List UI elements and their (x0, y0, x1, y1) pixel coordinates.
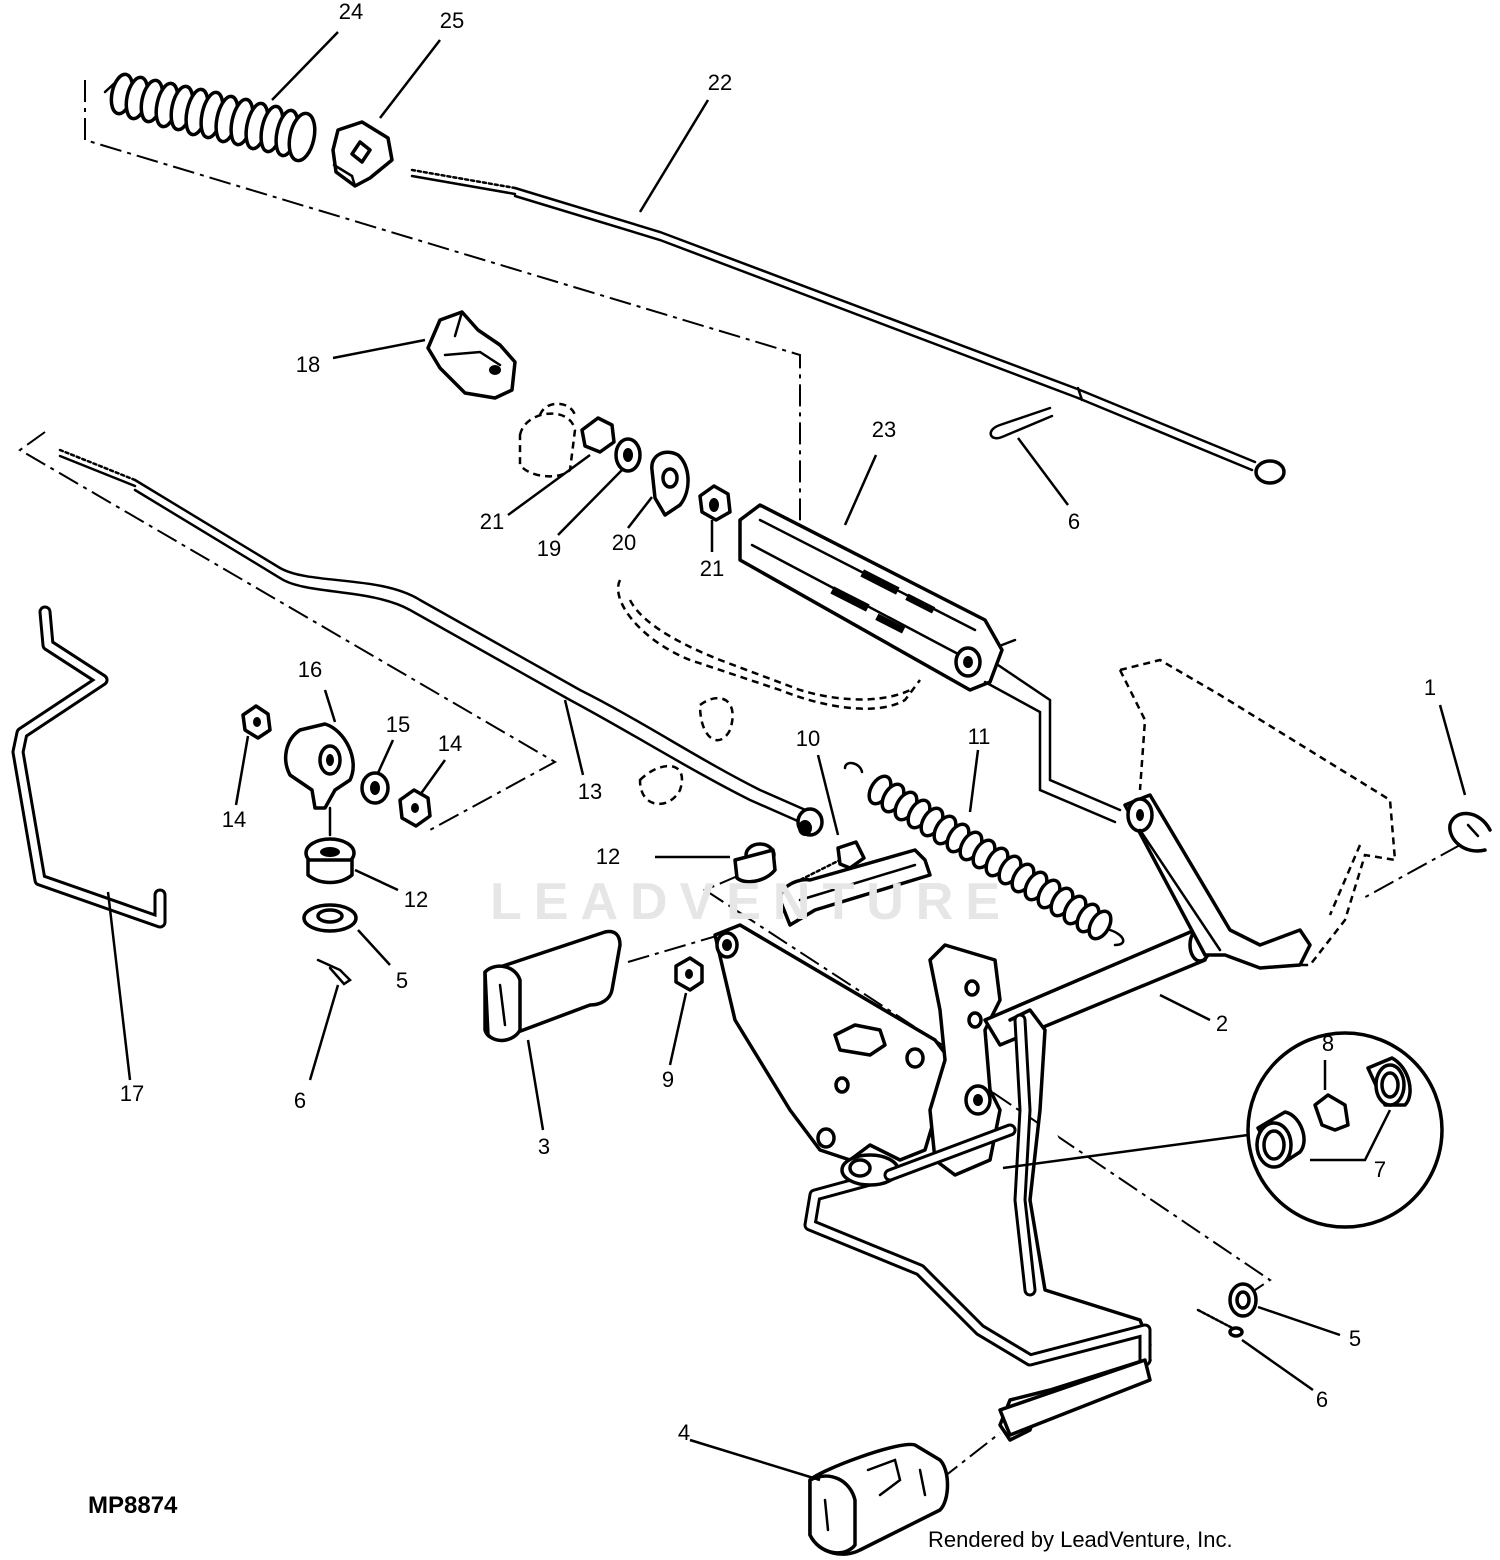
retaining-clip-part-1 (1448, 811, 1492, 853)
callout-8: 8 (1321, 1031, 1335, 1056)
callout-21-left: 21 (479, 509, 505, 534)
pedal-arm (803, 1008, 1152, 1442)
callout-14-right: 14 (437, 731, 463, 756)
callout-21-right: 21 (699, 556, 725, 581)
pivot-group-14-16 (241, 704, 432, 986)
bushing-part-12 (733, 842, 777, 884)
pedal-pad-part-4 (808, 1442, 950, 1556)
callout-13: 13 (577, 779, 603, 804)
hardware-group-19-21 (518, 402, 732, 522)
callout-16: 16 (297, 657, 323, 682)
callout-6-left: 6 (293, 1088, 307, 1113)
control-rod-part-22 (410, 168, 1286, 485)
callout-1: 1 (1423, 675, 1437, 700)
callout-12-right: 12 (595, 844, 621, 869)
watermark: LEADVENTURE (490, 873, 1013, 931)
diagram-id-code: MP8874 (88, 1492, 178, 1519)
render-credit: Rendered by LeadVenture, Inc. (928, 1527, 1233, 1552)
callout-7: 7 (1373, 1157, 1387, 1182)
pedal-mount-plate (713, 848, 1002, 1177)
leader-lines (106, 31, 1467, 1482)
bolt-part-10 (788, 840, 866, 887)
callout-18: 18 (295, 352, 321, 377)
centerlines (18, 80, 1461, 1481)
nut-part-9 (674, 956, 704, 992)
callout-6-right: 6 (1315, 1387, 1329, 1412)
callout-15: 15 (385, 712, 411, 737)
callout-5-right: 5 (1348, 1326, 1362, 1351)
callout-20: 20 (611, 530, 637, 555)
spring-part-24 (103, 72, 317, 163)
callout-9: 9 (661, 1067, 675, 1092)
phantom-lever-outline (616, 579, 921, 806)
callout-25: 25 (439, 8, 465, 33)
rod-part-13 (58, 448, 824, 837)
detail-inset-7-8 (1246, 1031, 1444, 1229)
lever-arm-part-23 (738, 503, 1122, 824)
callout-22: 22 (707, 70, 733, 95)
pedal-pad-part-3 (483, 929, 622, 1043)
callout-6-upper: 6 (1067, 509, 1081, 534)
callout-17: 17 (119, 1081, 145, 1106)
phantom-seat-outline (1118, 658, 1397, 967)
callout-19: 19 (536, 536, 562, 561)
bracket-part-18 (426, 310, 517, 400)
washer-pin-right (1196, 1282, 1258, 1338)
cross-shaft-part-2 (983, 793, 1312, 1047)
shift-rod-part-17 (11, 605, 167, 929)
callout-23: 23 (871, 417, 897, 442)
callout-3: 3 (537, 1134, 551, 1159)
callout-12-left: 12 (403, 887, 429, 912)
callout-14-left: 14 (221, 807, 247, 832)
callout-4: 4 (677, 1420, 691, 1445)
cotter-pin-upper (989, 406, 1054, 440)
callout-11: 11 (967, 724, 991, 749)
spring-seat-part-25 (331, 120, 394, 188)
callout-2: 2 (1215, 1011, 1229, 1036)
callout-24: 24 (338, 0, 364, 24)
callout-10: 10 (795, 726, 821, 751)
spring-part-11 (843, 761, 1125, 947)
callout-5-left: 5 (395, 968, 409, 993)
